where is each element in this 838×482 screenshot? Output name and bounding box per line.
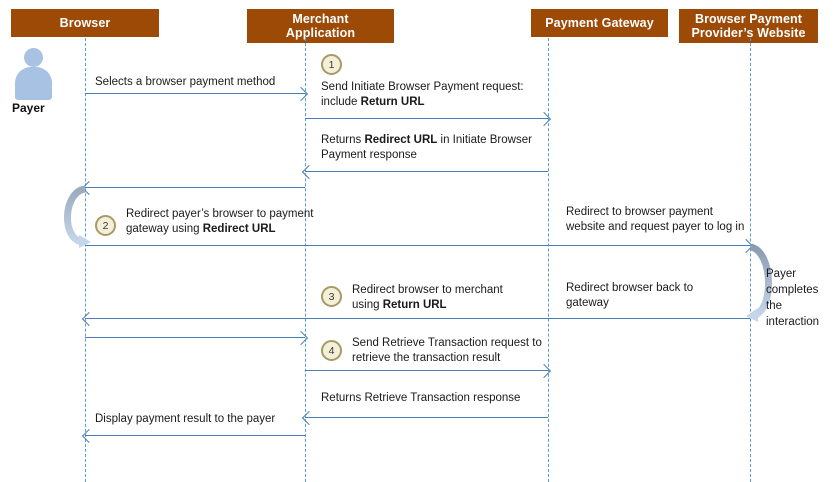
lifeline-browser-payment-provider <box>750 38 751 482</box>
message-arrow-returns-retrieve-transaction <box>305 417 548 419</box>
person-icon-body <box>15 67 52 100</box>
participant-browser-label: Browser <box>59 16 111 30</box>
step-badge-4: 4 <box>321 340 342 361</box>
message-label-initiate-browser-payment: Send Initiate Browser Payment request:in… <box>321 81 524 108</box>
lifeline-merchant <box>305 38 306 482</box>
browser-redirect-curve-icon <box>57 184 93 248</box>
message-arrow-selects-payment-method <box>85 93 305 95</box>
lifeline-payment-gateway <box>548 38 549 482</box>
message-label-display-payment-result: Display payment result to the payer <box>95 413 276 425</box>
message-arrow-initiate-browser-payment <box>305 118 548 120</box>
message-label-redirect-browser-back-to-gateway: Redirect browser back to gateway <box>566 282 694 309</box>
step-badge-3: 3 <box>321 286 342 307</box>
participant-merchant: Merchant Application <box>247 9 394 43</box>
person-icon <box>14 48 52 100</box>
message-label-redirect-to-provider: Redirect to browser payment website and … <box>566 206 745 233</box>
message-label-returns-retrieve-transaction: Returns Retrieve Transaction response <box>321 392 521 404</box>
participant-browser-payment-provider-label: Browser Payment Provider’s Website <box>691 12 806 40</box>
participant-merchant-label: Merchant Application <box>285 12 356 40</box>
message-arrow-browser-to-merchant-return <box>85 337 305 339</box>
lifeline-browser <box>85 38 86 482</box>
message-arrow-returns-redirect-url <box>305 171 548 173</box>
message-arrow-redirect-to-provider <box>85 245 750 247</box>
person-icon-head <box>24 48 43 67</box>
payer-interaction-curve-icon <box>745 243 781 326</box>
message-arrow-display-payment-result <box>85 435 305 437</box>
message-arrow-retrieve-transaction-request <box>305 370 548 372</box>
participant-browser: Browser <box>11 9 159 37</box>
message-arrow-merchant-to-browser-redirect <box>85 187 305 189</box>
participant-browser-payment-provider: Browser Payment Provider’s Website <box>679 9 818 43</box>
message-arrow-redirect-browser-back <box>85 318 750 320</box>
participant-payment-gateway-label: Payment Gateway <box>545 16 654 30</box>
actor-payer-label: Payer <box>12 101 45 115</box>
participant-payment-gateway: Payment Gateway <box>531 9 668 37</box>
step-badge-2: 2 <box>95 215 116 236</box>
message-label-returns-redirect-url: Returns Redirect URL in Initiate Browser… <box>321 134 532 161</box>
message-label-selects-payment-method: Selects a browser payment method <box>95 76 276 88</box>
annotation-payer-completes-interaction: Payer completes the interaction <box>766 268 820 328</box>
step-badge-1: 1 <box>321 54 342 75</box>
